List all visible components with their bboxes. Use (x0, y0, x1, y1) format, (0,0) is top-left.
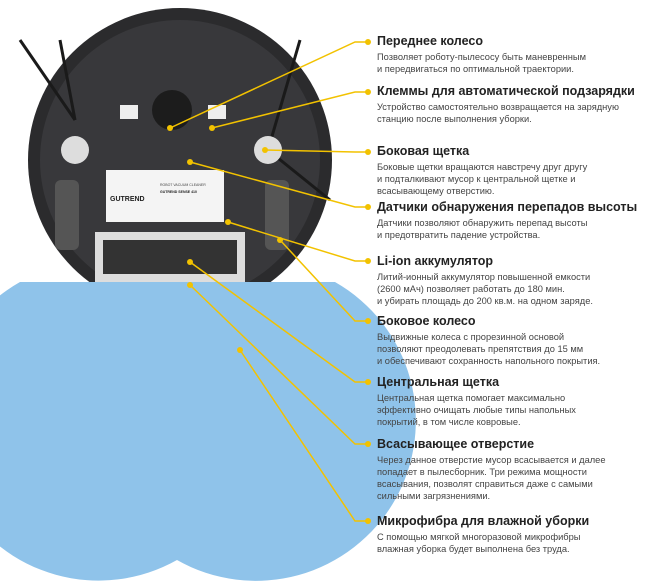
side-wheel-left (55, 180, 79, 250)
feature-title: Всасывающее отверстие (377, 437, 535, 451)
side-brush-bristle-left (58, 39, 77, 121)
feature-title: Микрофибра для влажной уборки (377, 514, 590, 528)
feature-microfiber: Микрофибра для влажной уборки С помощью м… (377, 514, 647, 555)
feature-title: Клеммы для автоматической подзарядки (377, 84, 635, 98)
product-label (106, 170, 224, 222)
feature-title: Li-ion аккумулятор (377, 254, 494, 268)
feature-title: Переднее колесо (377, 34, 483, 48)
central-brush (103, 240, 237, 274)
side-brush-bristle-right (266, 39, 302, 151)
feature-title: Центральная щетка (377, 375, 500, 389)
label-line1: ROBOT VACUUM CLEANER (160, 183, 206, 187)
feature-text: Через данное отверстие мусор всасывается… (377, 455, 606, 501)
charging-contact-right (208, 105, 226, 119)
charging-contact-left (120, 105, 138, 119)
feature-text: Центральная щетка помогает максимально э… (377, 393, 576, 427)
feature-title: Боковое колесо (377, 314, 476, 328)
feature-text: Выдвижные колеса с прорезинной основой п… (377, 332, 601, 366)
feature-text: Боковые щетки вращаются навстречу друг д… (377, 162, 588, 196)
front-wheel (152, 90, 192, 130)
feature-title: Боковая щетка (377, 144, 470, 158)
feature-text: Литий-ионный аккумулятор повышенной емко… (377, 272, 593, 306)
feature-text: Устройство самостоятельно возвращается н… (377, 102, 619, 124)
side-wheel-right (265, 180, 289, 250)
microfiber-mop (0, 282, 416, 581)
label-line2: GUTREND SENSE 410 (160, 190, 197, 194)
side-brush-bristle-left (18, 39, 77, 121)
feature-title: Датчики обнаружения перепадов высоты (377, 200, 638, 214)
feature-text: С помощью мягкой многоразовой микрофибры… (377, 532, 581, 554)
feature-text: Датчики позволяют обнаружить перепад выс… (377, 218, 588, 240)
callout-lines (169, 41, 368, 522)
feature-text: Позволяет роботу-пылесосу быть маневренн… (377, 52, 587, 74)
side-brush-left (61, 136, 89, 164)
callout-dots (167, 39, 371, 524)
label-logo: GUTREND (110, 196, 145, 203)
